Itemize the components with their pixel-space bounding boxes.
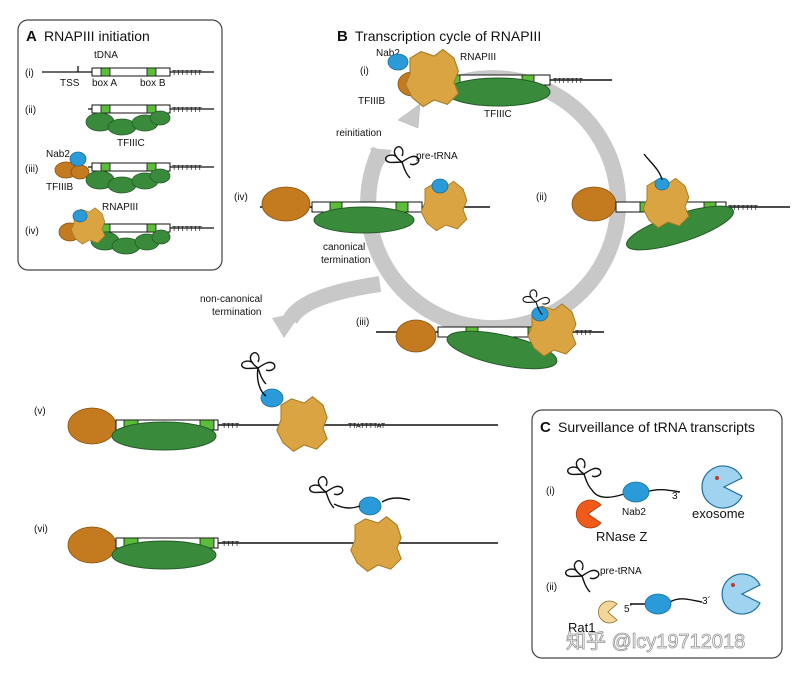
tss-label: TSS bbox=[60, 78, 80, 89]
tfiiic-complex-a-iv bbox=[90, 229, 171, 255]
panel-b-step-vi: (vi) bbox=[34, 524, 48, 535]
nab2-label-c: Nab2 bbox=[622, 507, 646, 518]
panel-a-step-iv: (iv) bbox=[25, 226, 39, 237]
rat1-pacman bbox=[598, 600, 618, 624]
nab2-b-iii bbox=[531, 306, 549, 322]
pre-trna-label-c: pre-tRNA bbox=[600, 566, 642, 577]
tdna-label: tDNA bbox=[94, 50, 118, 61]
panel-a-frame bbox=[17, 19, 223, 271]
tfiiic-b-iii bbox=[446, 330, 558, 370]
tfiiic-b-v bbox=[111, 421, 217, 451]
nab2-b-i bbox=[387, 53, 409, 71]
rnapiii-label-b: RNAPIII bbox=[460, 52, 496, 63]
panel-a: A RNAPIII initiation (i) tDNA TTTTTTT TS… bbox=[17, 19, 223, 271]
cycle-arrowhead-left bbox=[370, 148, 392, 170]
nab2-b-v bbox=[260, 388, 284, 408]
rat1-label: Rat1 bbox=[568, 620, 595, 635]
terminator-b-ii: TTTTTTT bbox=[728, 205, 759, 212]
five-prime-c-ii: 5´ bbox=[624, 603, 633, 615]
box-a-label: box A bbox=[92, 78, 117, 89]
nab2-label-a: Nab2 bbox=[46, 149, 70, 160]
panel-a-letter: A bbox=[26, 28, 37, 45]
panel-b-letter: B bbox=[337, 28, 348, 45]
tfiiic-label-b: TFIIIC bbox=[484, 109, 512, 120]
panel-a-step-ii: (ii) bbox=[25, 105, 36, 116]
tfiiic-complex-a-iii bbox=[85, 168, 171, 194]
tfiiib-b-v bbox=[67, 407, 117, 445]
rnapiii-b-vi bbox=[350, 516, 402, 572]
terminator-a-iv: TTTTTTT bbox=[172, 226, 203, 233]
terminator-b-iii: TTTT bbox=[575, 330, 593, 337]
exosome-label: exosome bbox=[692, 506, 745, 521]
canonical-label-2: termination bbox=[321, 255, 370, 266]
panel-a-title: RNAPIII initiation bbox=[44, 28, 150, 44]
watermark-text: 知乎 @lcy19712018 bbox=[566, 630, 745, 653]
tfiiib-b-iv bbox=[261, 186, 311, 222]
tfiiib-label-a: TFIIIB bbox=[46, 182, 74, 193]
reinitiation-arrowhead bbox=[397, 103, 421, 129]
panel-c-step-ii: (ii) bbox=[546, 582, 557, 593]
three-prime-c-ii: 3´ bbox=[702, 595, 711, 607]
panel-b-step-ii: (ii) bbox=[536, 192, 547, 203]
nab2-c-ii bbox=[644, 593, 672, 615]
three-prime-c-i: 3´ bbox=[672, 490, 681, 502]
terminator-b-vi: TTTT bbox=[222, 541, 240, 548]
non-canonical-arrow bbox=[282, 276, 382, 325]
terminator-b-i: TTTTTTT bbox=[553, 78, 584, 85]
tfiiic-b-i bbox=[445, 77, 551, 107]
nab2-b-vi bbox=[358, 496, 382, 516]
pre-trna-label-b: pre-tRNA bbox=[416, 151, 458, 162]
panel-b: B Transcription cycle of RNAPIII (i) Nab… bbox=[34, 28, 790, 572]
panel-c-letter: C bbox=[540, 419, 551, 436]
panel-b-step-iii: (iii) bbox=[356, 317, 369, 328]
panel-c-title: Surveillance of tRNA transcripts bbox=[558, 419, 755, 435]
panel-b-step-v: (v) bbox=[34, 406, 46, 417]
terminator-b-v: TTTT bbox=[222, 423, 240, 430]
panel-a-step-iii: (iii) bbox=[25, 164, 38, 175]
exosome-c-i bbox=[701, 465, 743, 509]
nab2-b-iv bbox=[431, 178, 449, 194]
panel-c-step-i: (i) bbox=[546, 486, 555, 497]
tfiiib-b-iii bbox=[395, 319, 437, 353]
readthrough-terminator: TTATTTTAT bbox=[348, 423, 386, 430]
terminator-a-iii: TTTTTTT bbox=[172, 165, 203, 172]
panel-b-step-iv: (iv) bbox=[234, 192, 248, 203]
rnapiii-label-a: RNAPIII bbox=[102, 202, 138, 213]
panel-b-step-i: (i) bbox=[360, 66, 369, 77]
non-canonical-arrowhead bbox=[272, 312, 302, 338]
rnapiii-b-i bbox=[405, 48, 459, 108]
panel-c: C Surveillance of tRNA transcripts (i) 3… bbox=[531, 409, 783, 659]
terminator-a-i: TTTTTTT bbox=[172, 70, 203, 77]
reinitiation-label: reinitiation bbox=[336, 128, 382, 139]
nab2-label-b: Nab2 bbox=[376, 48, 400, 59]
tfiiib-b-vi bbox=[67, 526, 117, 564]
nab2-a-iv bbox=[72, 209, 88, 223]
rnasez-label: RNase Z bbox=[596, 529, 647, 544]
box-b bbox=[146, 67, 157, 77]
non-canonical-label-2: termination bbox=[212, 307, 261, 318]
box-b-label: box B bbox=[140, 78, 166, 89]
tfiiic-b-iv bbox=[313, 206, 415, 234]
nab2-a-iii bbox=[69, 151, 87, 167]
non-canonical-label-1: non-canonical bbox=[200, 294, 262, 305]
tfiiic-label-a: TFIIIC bbox=[117, 138, 145, 149]
tfiiib-b-ii bbox=[571, 186, 617, 222]
canonical-label-1: canonical bbox=[323, 242, 365, 253]
tfiiib-label-b: TFIIIB bbox=[358, 96, 386, 107]
terminator-a-ii: TTTTTTT bbox=[172, 107, 203, 114]
tfiiic-b-vi bbox=[111, 540, 217, 570]
panel-b-title: Transcription cycle of RNAPIII bbox=[355, 28, 541, 44]
panel-a-step-i: (i) bbox=[25, 68, 34, 79]
nascent-rna-b-ii bbox=[643, 153, 663, 181]
trna-b-vi bbox=[308, 476, 344, 509]
nab2-c-i bbox=[622, 481, 650, 503]
tfiiic-complex-a-ii bbox=[85, 110, 171, 136]
rnasez-pacman bbox=[575, 499, 602, 529]
box-a bbox=[100, 67, 111, 77]
rnapiii-b-v bbox=[276, 396, 328, 452]
